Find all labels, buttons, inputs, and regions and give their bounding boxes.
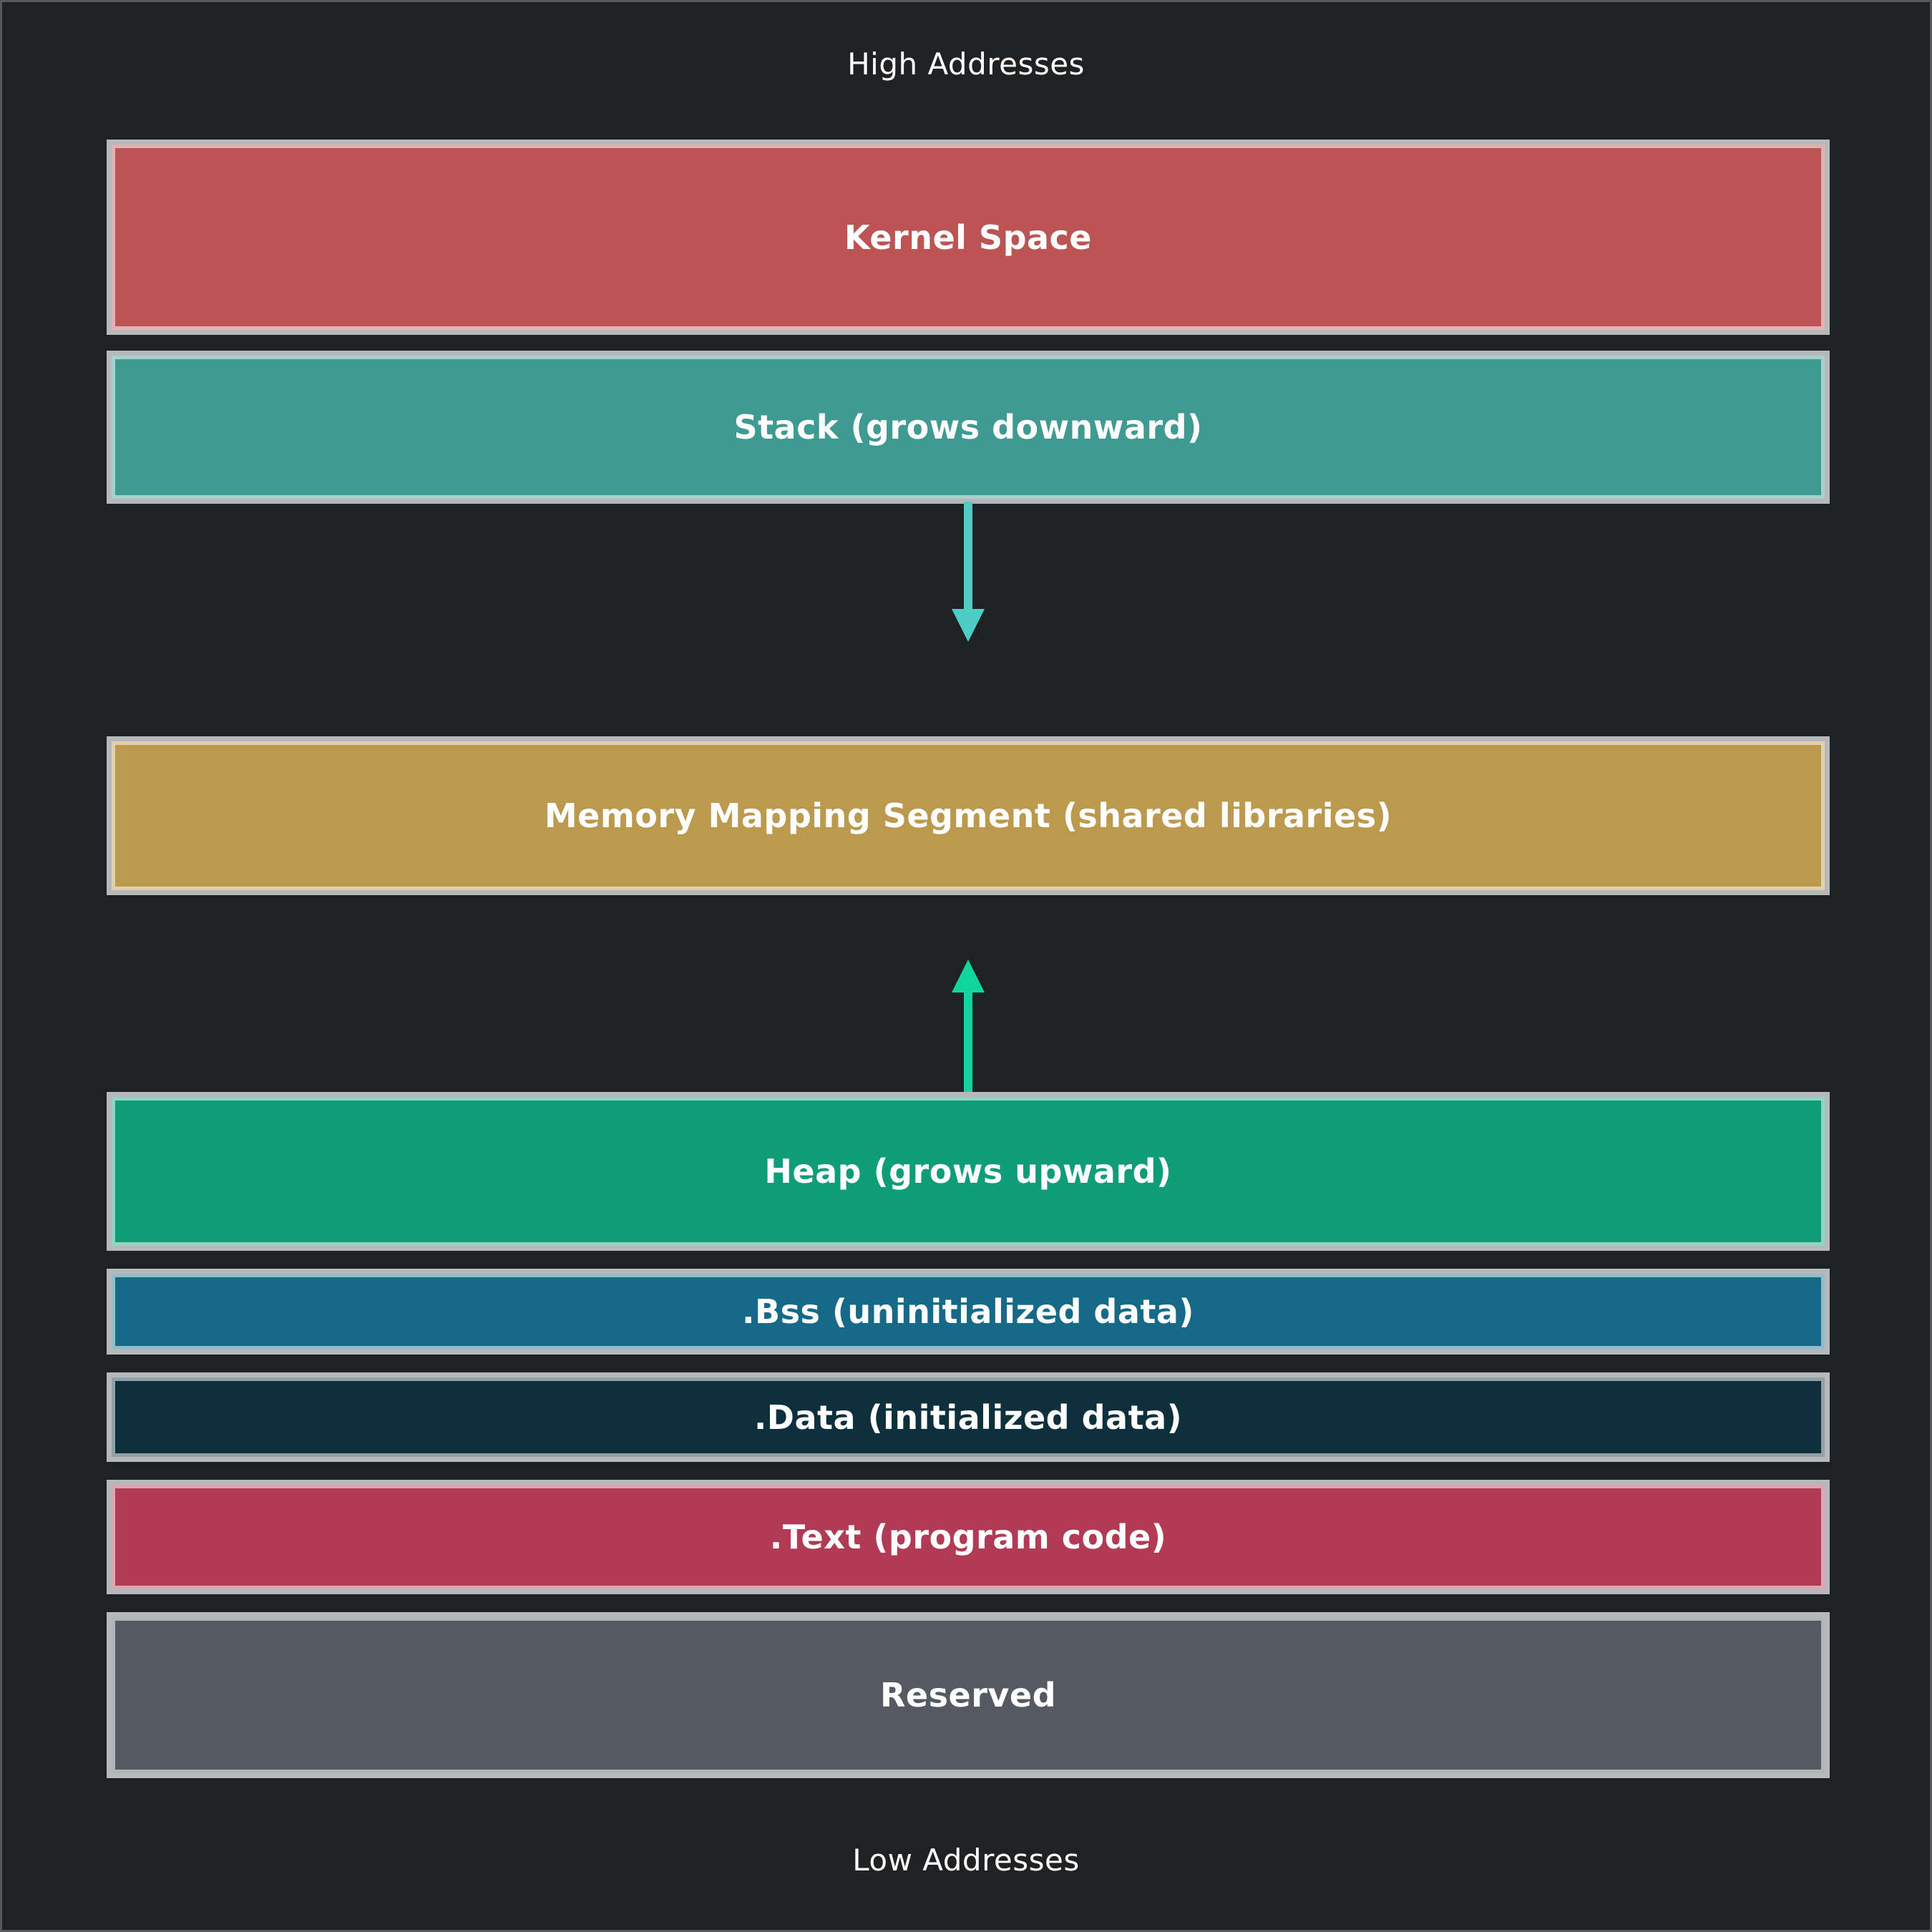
segment-text-label: .Text (program code) [769,1518,1167,1556]
segment-data-label: .Data (initialized data) [753,1397,1183,1437]
segment-memory-mapping: Memory Mapping Segment (shared libraries… [107,736,1830,895]
segment-heap-label: Heap (grows upward) [764,1152,1172,1191]
segment-text: .Text (program code) [107,1480,1830,1594]
segment-memory-mapping-label: Memory Mapping Segment (shared libraries… [544,796,1392,835]
segment-reserved: Reserved [107,1612,1830,1778]
stack-growth-arrow-shaft [964,502,972,612]
segment-reserved-label: Reserved [880,1676,1056,1714]
segment-data: .Data (initialized data) [107,1372,1830,1462]
segment-kernel-space: Kernel Space [107,140,1830,335]
segment-bss-label: .Bss (uninitialized data) [742,1292,1194,1331]
segment-heap: Heap (grows upward) [107,1092,1830,1251]
heap-growth-arrow-shaft [964,988,972,1093]
segment-stack: Stack (grows downward) [107,351,1830,504]
segment-stack-label: Stack (grows downward) [733,408,1203,447]
stack-growth-arrow-down-icon [952,609,985,642]
segment-bss: .Bss (uninitialized data) [107,1269,1830,1355]
high-addresses-label: High Addresses [847,47,1085,82]
low-addresses-label: Low Addresses [852,1843,1080,1878]
segment-kernel-space-label: Kernel Space [844,218,1092,257]
